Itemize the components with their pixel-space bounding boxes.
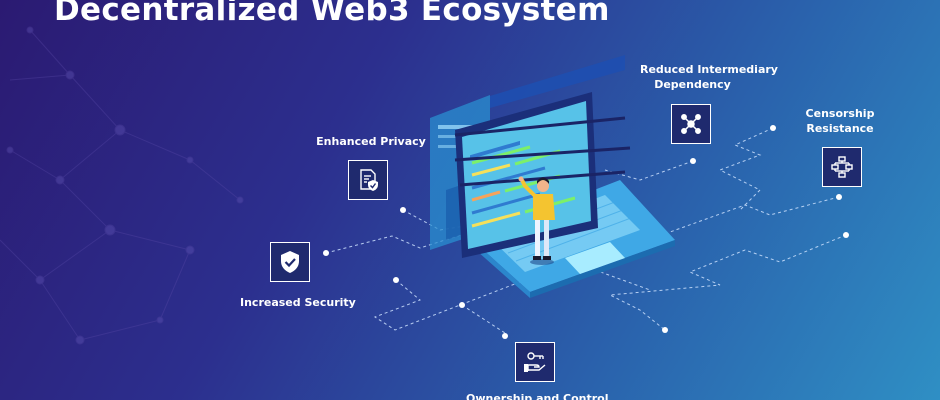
feature-box-enhanced-privacy: [348, 160, 388, 200]
feature-label-increased-security: Increased Security: [240, 296, 356, 309]
feature-label-line1: Censorship: [805, 107, 875, 120]
shield-check-icon: [281, 251, 299, 273]
feature-label-reduced-intermediary-dependency: Reduced Intermediary Dependency: [640, 62, 778, 92]
laptop-screen: [462, 101, 591, 249]
key-hand-icon: [524, 352, 546, 372]
page-title: Decentralized Web3 Ecosystem: [54, 0, 610, 28]
laptop: [454, 92, 675, 298]
feature-box-ownership-and-control: [515, 342, 555, 382]
trackpad: [565, 242, 625, 274]
feature-label-line2: Dependency: [654, 78, 731, 91]
feature-box-increased-security: [270, 242, 310, 282]
feature-label-enhanced-privacy: Enhanced Privacy: [316, 135, 426, 148]
feature-label-ownership-and-control: Ownership and Control: [466, 392, 609, 400]
document-shield-icon: [360, 169, 378, 191]
network-background: [0, 26, 244, 345]
network-nodes-icon: [681, 114, 701, 134]
feature-box-censorship-resistance: [822, 147, 862, 187]
feature-label-line1: Reduced Intermediary: [640, 63, 778, 76]
feature-label-censorship-resistance: Censorship Resistance: [800, 106, 880, 136]
feature-box-reduced-intermediary-dependency: [671, 104, 711, 144]
connector-dots: [323, 125, 849, 339]
screen-code-lines: [470, 140, 520, 160]
person-figure: [518, 176, 555, 265]
flowchart-icon: [831, 156, 853, 178]
feature-label-line2: Resistance: [806, 122, 874, 135]
